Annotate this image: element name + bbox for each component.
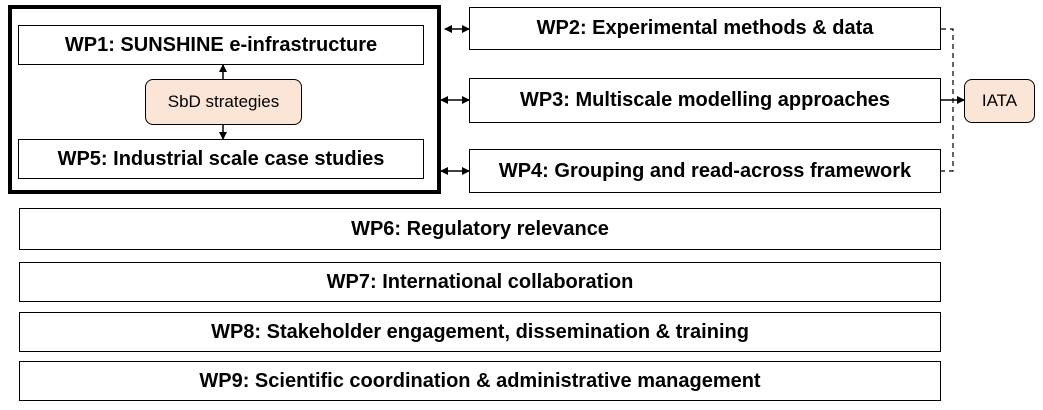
iata-box: IATA	[964, 79, 1035, 123]
wp9-box: WP9: Scientific coordination & administr…	[19, 361, 941, 401]
wp6-box: WP6: Regulatory relevance	[19, 208, 941, 250]
wp4-box: WP4: Grouping and read-across framework	[469, 149, 941, 193]
wp1-box: WP1: SUNSHINE e-infrastructure	[18, 25, 424, 65]
wp7-box: WP7: International collaboration	[19, 262, 941, 302]
wp8-box: WP8: Stakeholder engagement, disseminati…	[19, 312, 941, 352]
wp5-box: WP5: Industrial scale case studies	[18, 139, 424, 179]
wp2-box: WP2: Experimental methods & data	[469, 7, 941, 50]
wp3-box: WP3: Multiscale modelling approaches	[469, 78, 941, 123]
core-group-frame	[8, 5, 441, 194]
sbd-strategies-box: SbD strategies	[145, 79, 302, 125]
